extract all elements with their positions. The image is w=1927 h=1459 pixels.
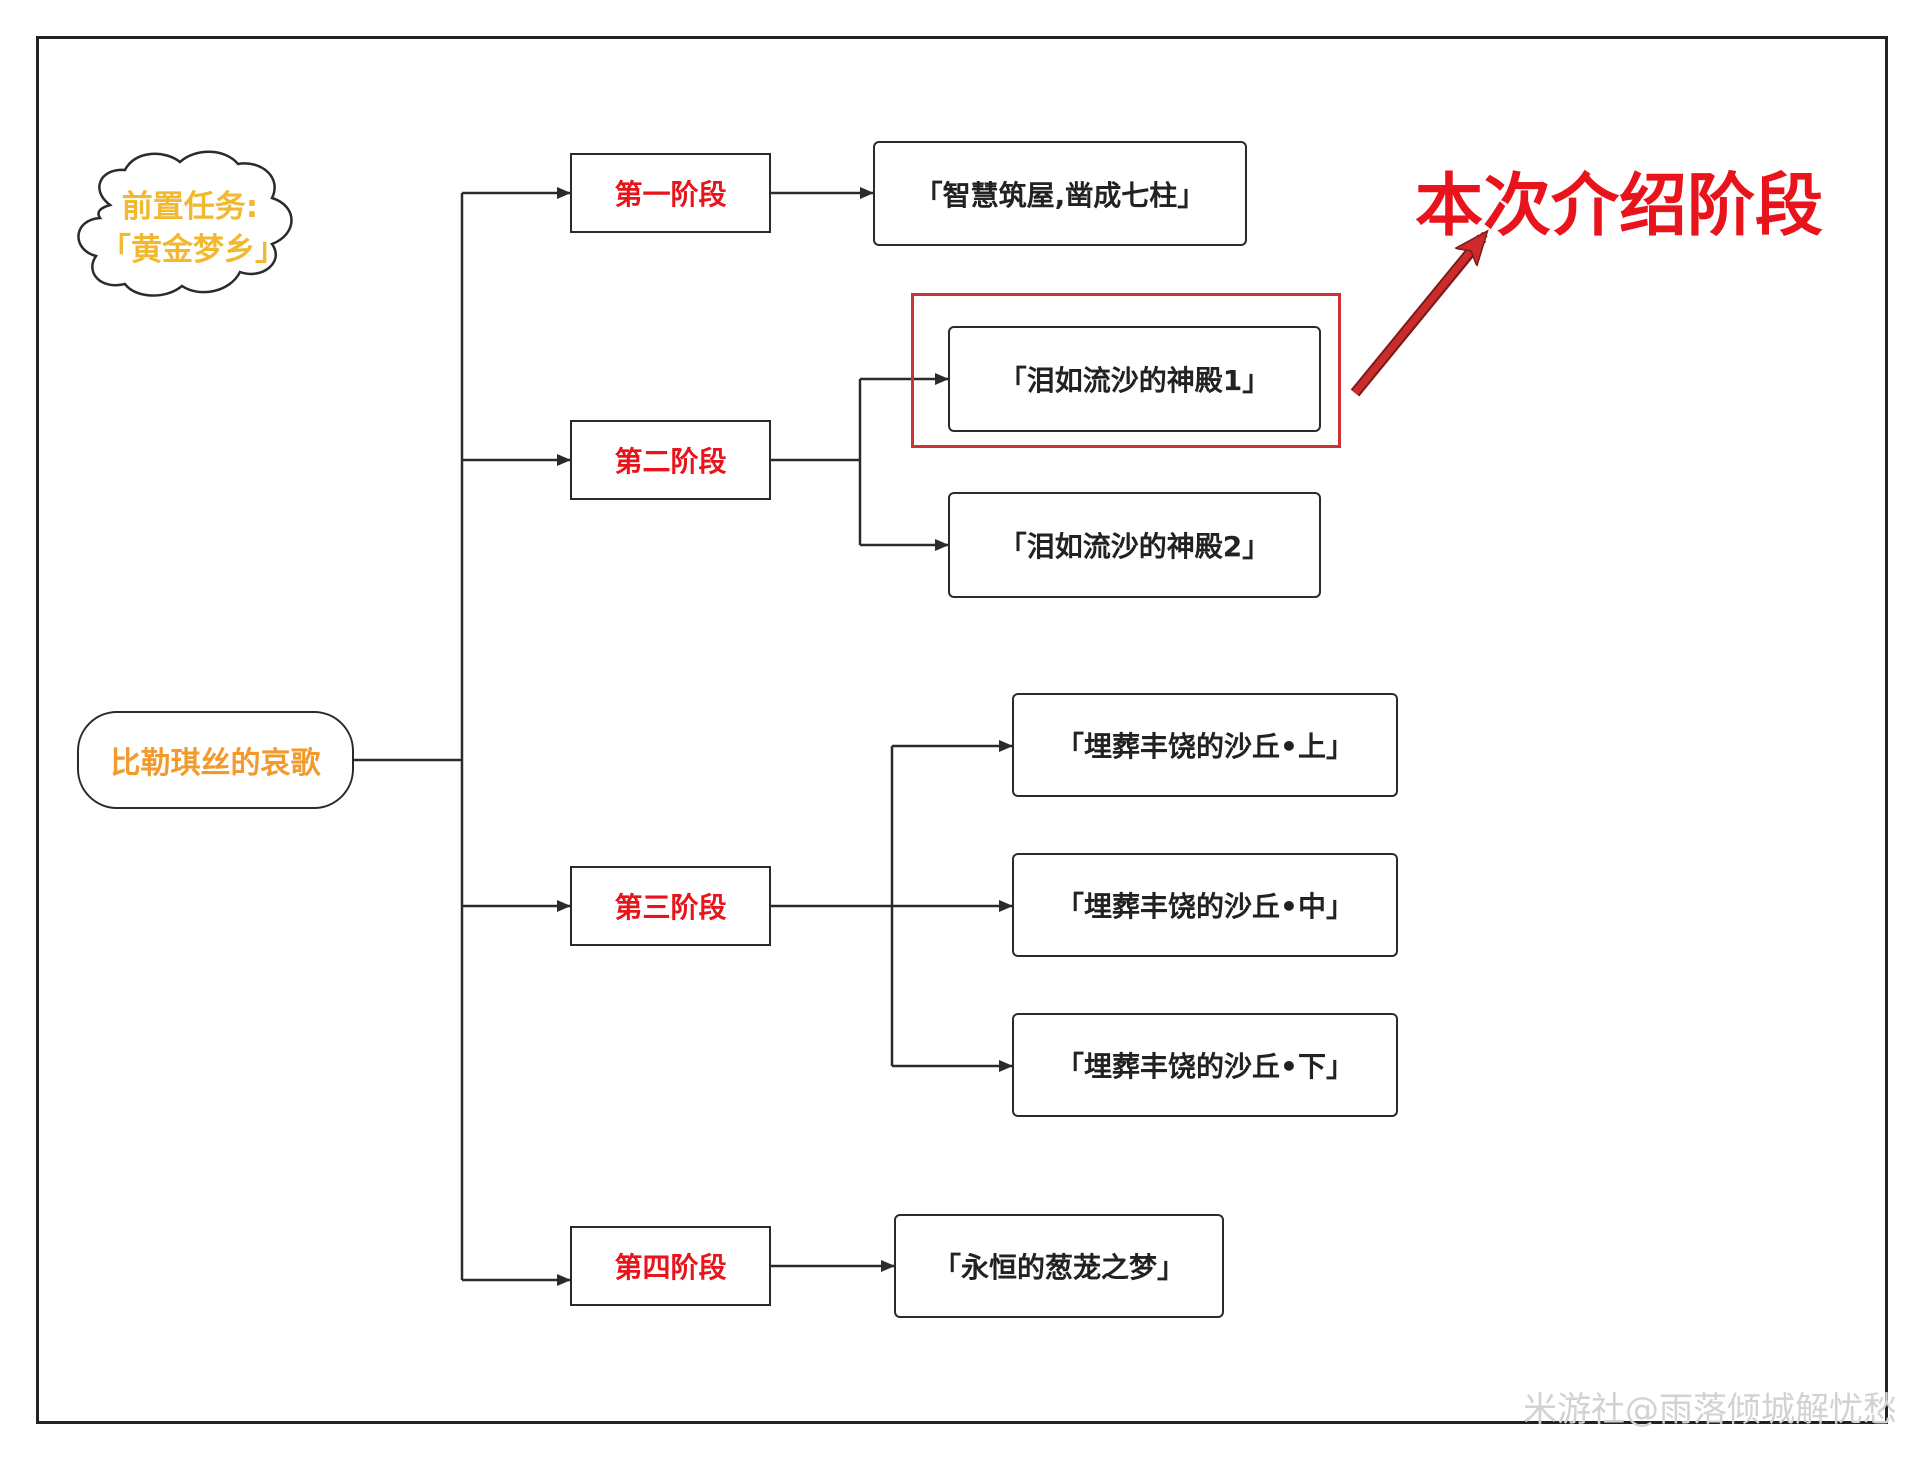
red-arrow-icon — [1352, 234, 1485, 396]
quest-node-3a: 「埋葬丰饶的沙丘•上」 — [1012, 693, 1398, 797]
root-node: 比勒琪丝的哀歌 — [77, 711, 354, 809]
diagram-frame — [36, 36, 1888, 1424]
prerequisite-line1: 前置任务: — [121, 189, 259, 225]
quest-node-2b: 「泪如流沙的神殿2」 — [948, 492, 1321, 598]
quest-node-3b: 「埋葬丰饶的沙丘•中」 — [1012, 853, 1398, 957]
watermark: 米游社@雨落倾城解忧愁 — [1523, 1390, 1897, 1430]
stage-node-4: 第四阶段 — [570, 1226, 771, 1306]
prerequisite-note: 前置任务: 「黄金梦乡」 — [100, 186, 286, 272]
prerequisite-line2: 「黄金梦乡」 — [100, 232, 286, 268]
stage-node-1: 第一阶段 — [570, 153, 771, 233]
quest-node-4: 「永恒的葱茏之梦」 — [894, 1214, 1224, 1318]
quest-node-2a: 「泪如流沙的神殿1」 — [948, 326, 1321, 432]
annotation-label: 本次介绍阶段 — [1415, 166, 1824, 246]
cloud-icon — [77, 150, 293, 297]
quest-node-3c: 「埋葬丰饶的沙丘•下」 — [1012, 1013, 1398, 1117]
stage-node-2: 第二阶段 — [570, 420, 771, 500]
quest-node-1: 「智慧筑屋,凿成七柱」 — [873, 141, 1247, 246]
stage-node-3: 第三阶段 — [570, 866, 771, 946]
current-stage-highlight — [911, 293, 1341, 448]
